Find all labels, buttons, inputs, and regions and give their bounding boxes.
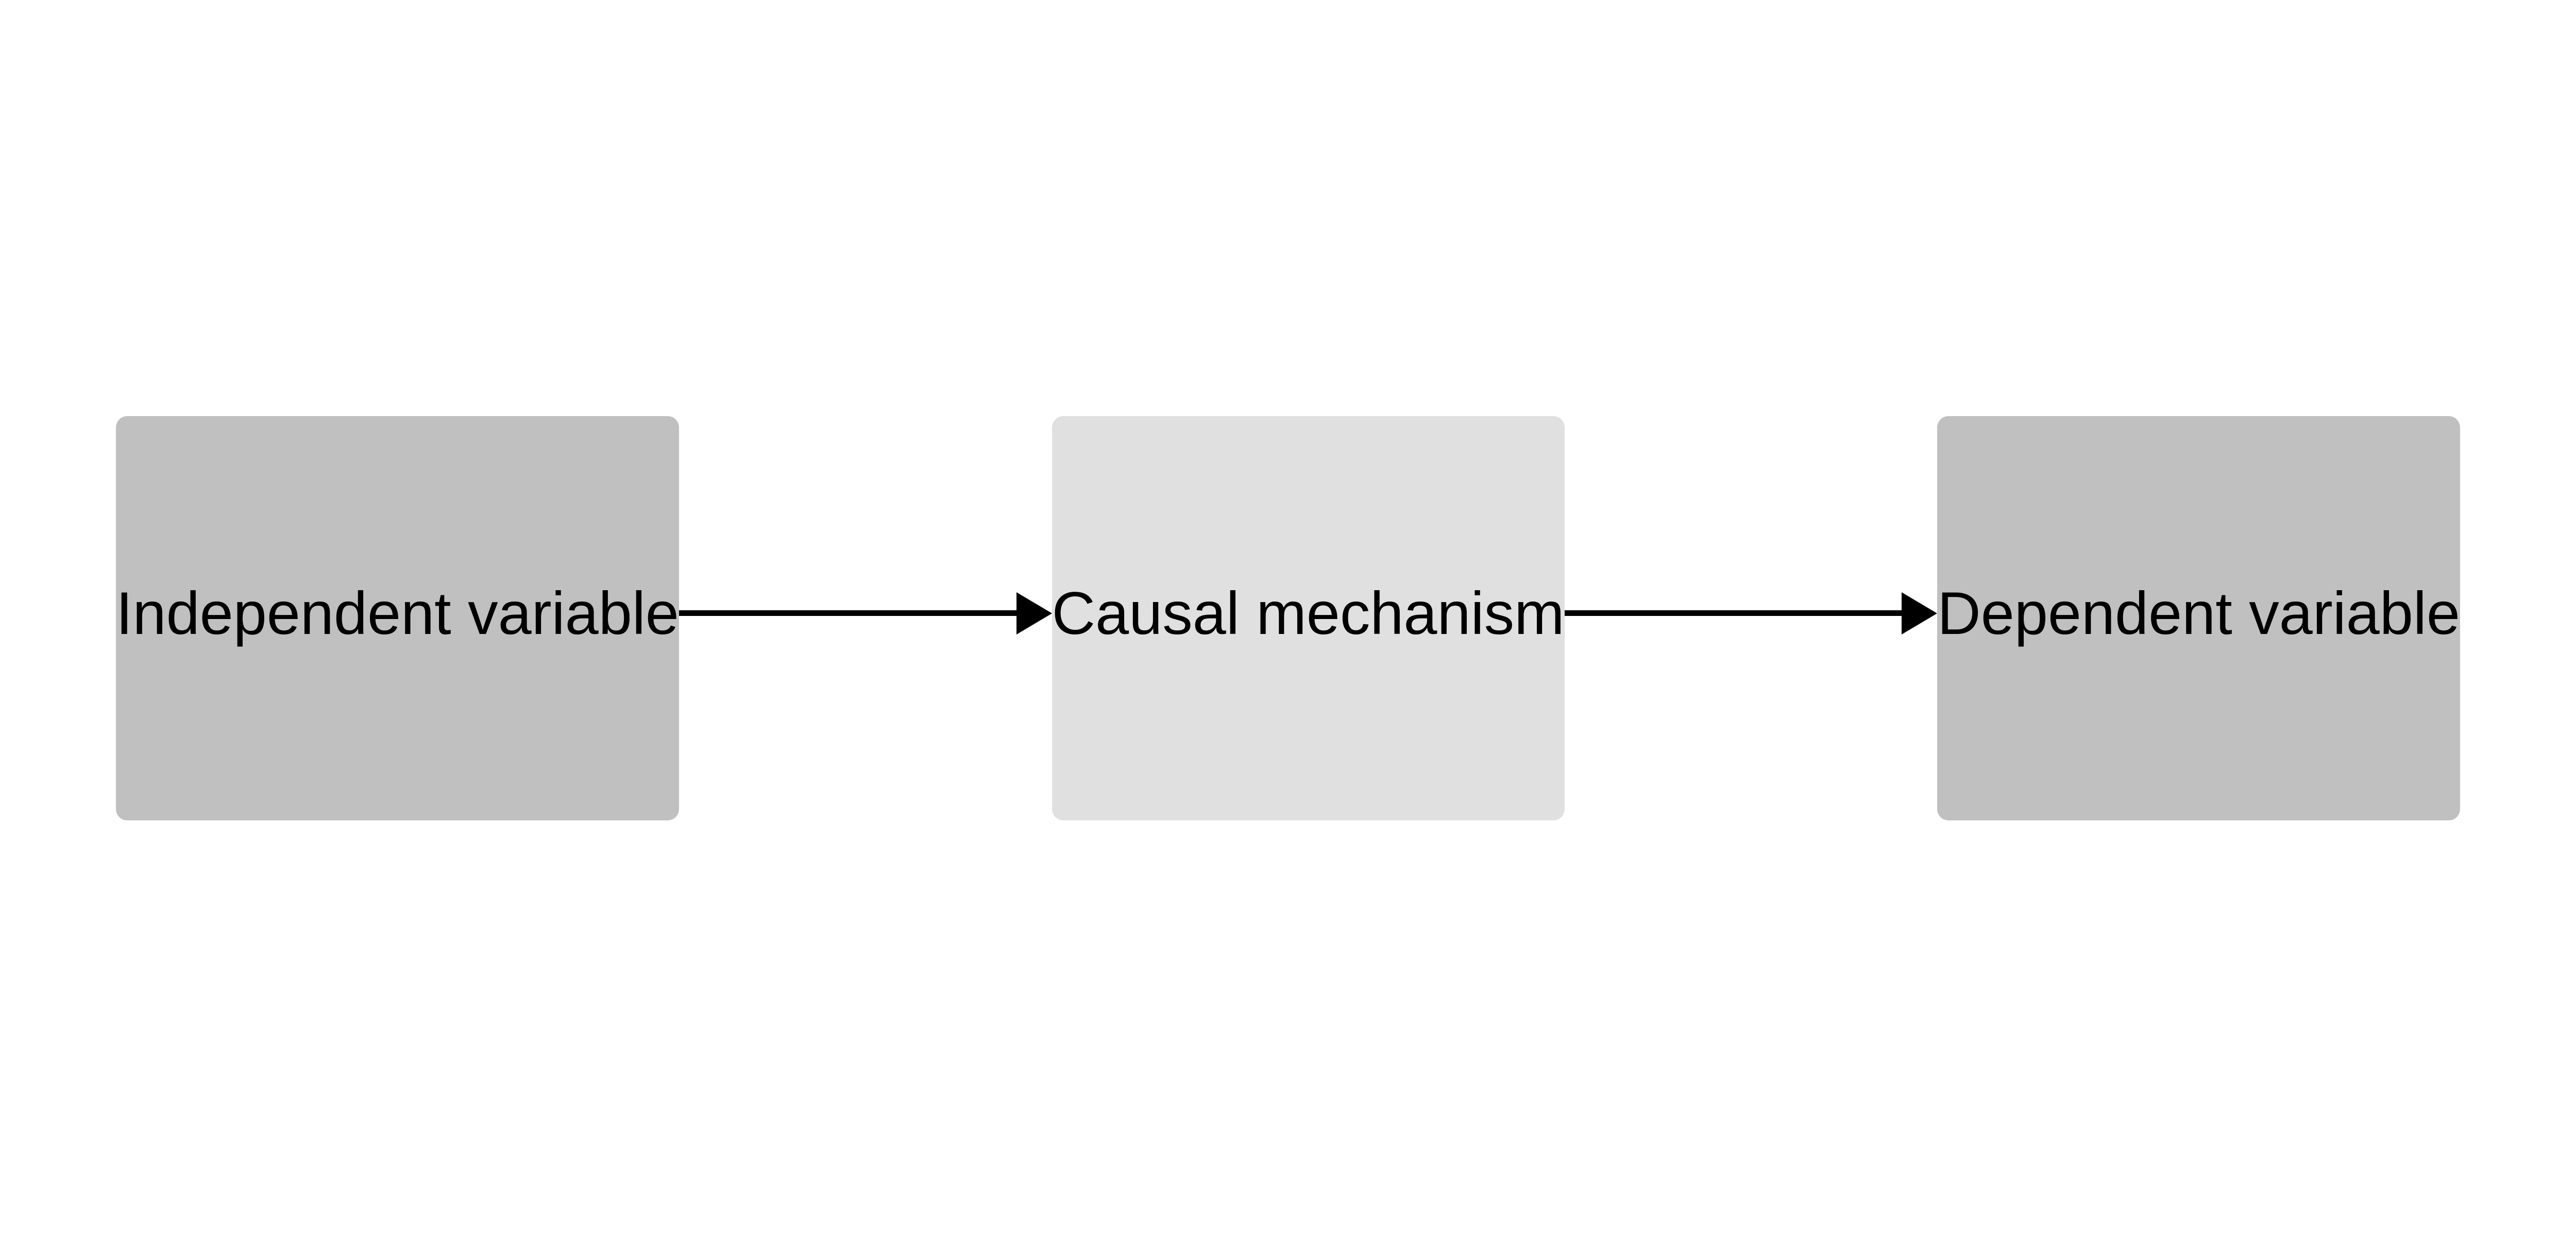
arrowhead-icon [1016, 592, 1052, 634]
node-independent-variable: Independent variable [116, 416, 679, 820]
diagram: Independent variable Causal mechanism De… [116, 416, 2460, 820]
arrowhead-icon [1902, 592, 1938, 634]
node-causal-mechanism: Causal mechanism [1052, 416, 1565, 820]
node-label: Independent variable [116, 579, 679, 647]
node-label: Causal mechanism [1052, 579, 1565, 647]
arrow-shaft [1564, 610, 1902, 616]
arrow-mechanism-to-dependent [1564, 592, 1938, 634]
node-dependent-variable: Dependent variable [1937, 416, 2460, 820]
arrow-shaft [679, 610, 1016, 616]
node-label: Dependent variable [1937, 579, 2460, 647]
arrow-independent-to-mechanism [679, 592, 1052, 634]
